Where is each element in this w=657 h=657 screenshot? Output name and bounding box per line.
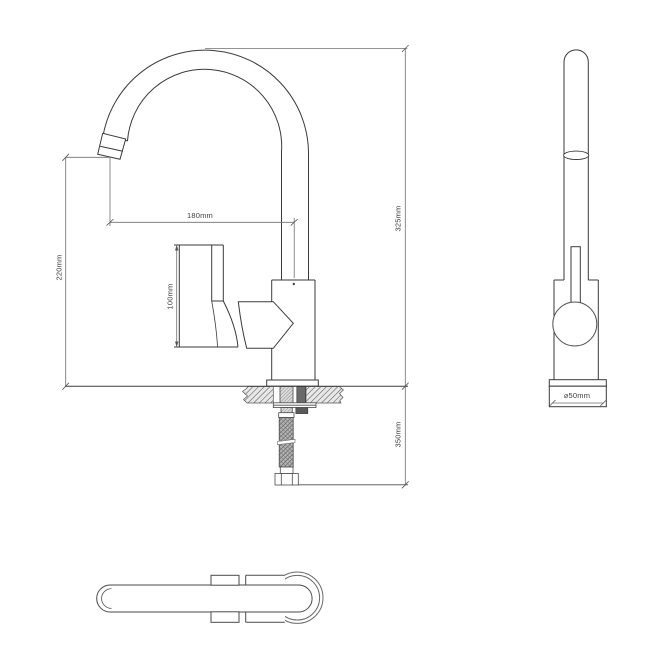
counter-slab-right bbox=[305, 386, 345, 404]
top-spout-inner-arc bbox=[101, 588, 112, 609]
dim-label-total-height: 325mm bbox=[393, 205, 403, 232]
dim-label-spout-reach: 180mm bbox=[186, 211, 213, 220]
aerator-seam bbox=[563, 150, 590, 160]
mounting-section bbox=[65, 385, 408, 486]
dimension-spout-reach bbox=[106, 218, 298, 226]
dimension-base-diameter bbox=[549, 399, 607, 407]
spout-outlet bbox=[97, 132, 127, 160]
top-handle-upper bbox=[210, 574, 240, 586]
mount-stud bbox=[296, 386, 306, 404]
dimension-lines bbox=[62, 44, 409, 489]
mount-nut-dark bbox=[295, 407, 309, 414]
top-spout-capsule bbox=[96, 584, 313, 613]
side-spout-tube bbox=[563, 49, 590, 280]
top-body-section bbox=[245, 574, 285, 623]
handle-cone bbox=[237, 301, 294, 349]
top-handle-lower bbox=[210, 611, 240, 623]
side-view bbox=[548, 49, 607, 408]
dimension-outlet-height bbox=[62, 153, 70, 390]
hose-end-nut bbox=[274, 473, 299, 486]
dim-label-base-diameter: ⌀50mm bbox=[563, 391, 591, 400]
handle-lever bbox=[174, 244, 239, 348]
side-handle-lever bbox=[570, 246, 581, 304]
spout-curve bbox=[103, 49, 309, 280]
dim-label-handle-height: 100mm bbox=[165, 283, 175, 310]
dim-label-outlet-height: 220mm bbox=[54, 254, 64, 281]
mounting-flange bbox=[266, 379, 319, 387]
counter-slab-left bbox=[241, 386, 274, 404]
dimension-handle-height bbox=[175, 245, 179, 347]
top-view bbox=[96, 571, 324, 624]
threaded-shank bbox=[279, 386, 294, 404]
hose-break bbox=[277, 438, 296, 446]
dim-label-hose-length: 350mm bbox=[393, 421, 403, 448]
front-view bbox=[97, 49, 319, 387]
side-handle-ball bbox=[552, 301, 598, 347]
side-base bbox=[548, 379, 607, 408]
center-mark bbox=[292, 282, 295, 286]
dimension-total-height bbox=[401, 44, 409, 489]
side-body bbox=[552, 279, 599, 380]
